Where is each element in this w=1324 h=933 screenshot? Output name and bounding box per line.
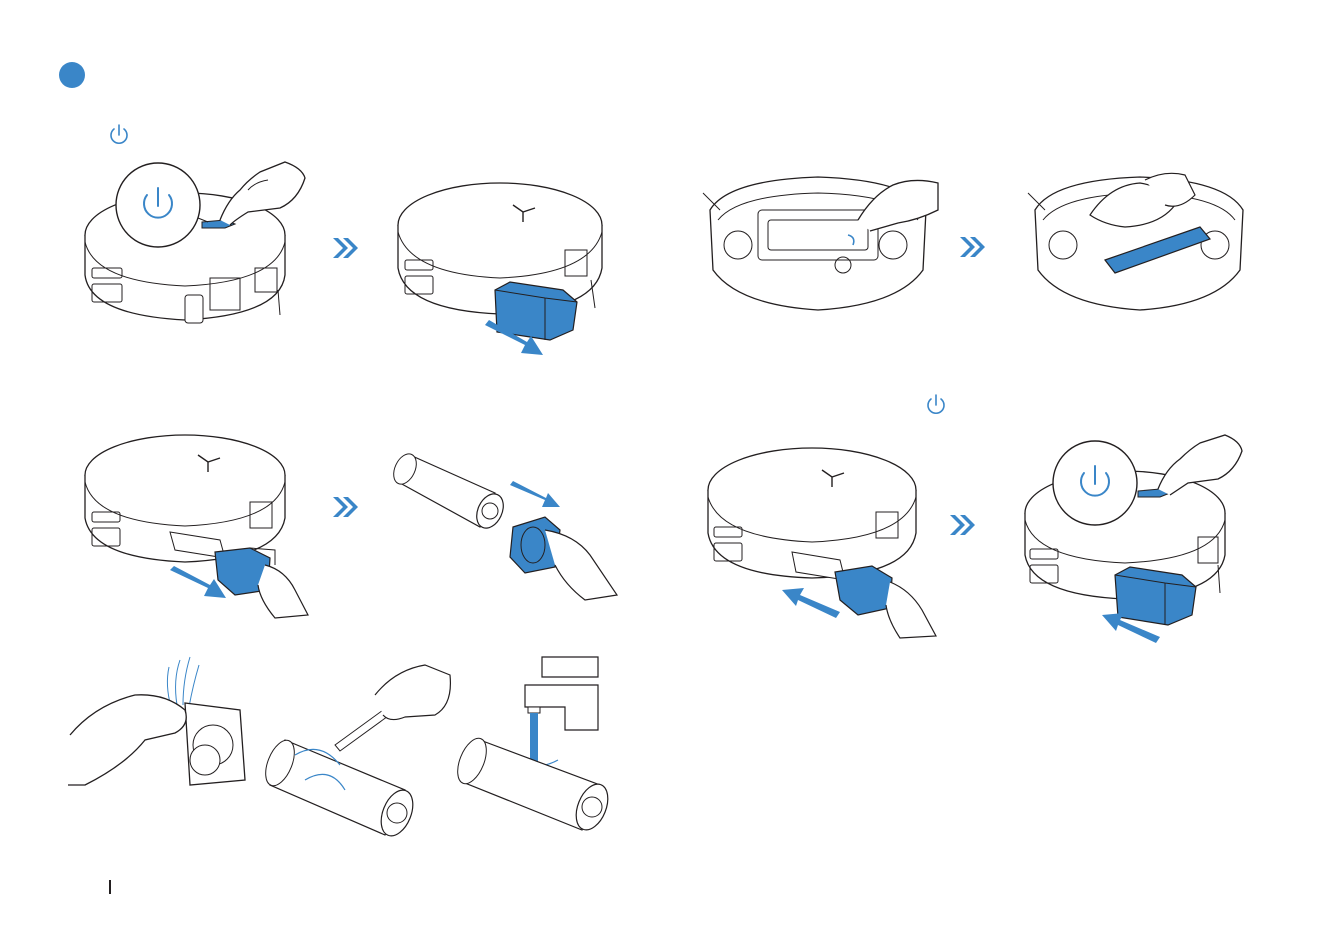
double-chevron-right-icon [948, 513, 978, 537]
double-chevron-right-icon [958, 235, 988, 259]
step-circle-icon [59, 62, 85, 88]
robot-underside-wipe-brush [1025, 165, 1255, 325]
filter-rinse-tap [470, 655, 630, 855]
robot-power-press [70, 150, 330, 335]
robot-remove-dustbin [385, 150, 625, 365]
page-marker [109, 880, 111, 894]
filter-tap-clean [65, 655, 255, 795]
filter-detach [395, 445, 625, 605]
double-chevron-right-icon [331, 236, 361, 260]
filter-brush-clean [275, 655, 465, 855]
robot-remove-filter [70, 430, 320, 620]
robot-reinsert-dustbin-power [1020, 425, 1270, 645]
double-chevron-right-icon [331, 495, 361, 519]
power-icon [925, 393, 947, 417]
robot-insert-filter [700, 440, 950, 640]
power-icon [108, 123, 130, 147]
robot-underside-open-brush [698, 165, 948, 325]
